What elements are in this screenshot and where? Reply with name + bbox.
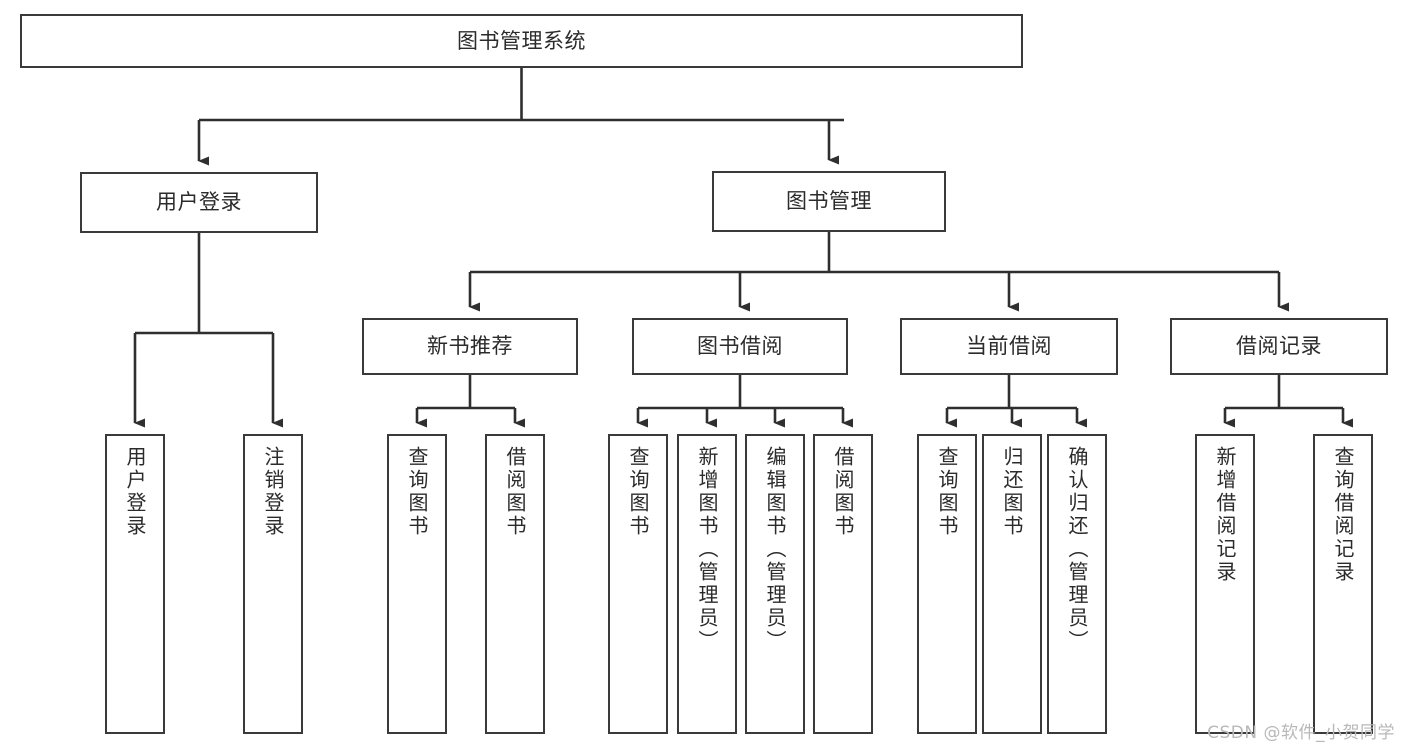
node-label-leaf-return-book: 归还图书 xyxy=(1000,446,1024,538)
node-leaf-add-record[interactable]: 新增借阅记录 xyxy=(1195,434,1255,734)
node-leaf-user-login[interactable]: 用户登录 xyxy=(105,434,165,734)
node-label-leaf-edit-book: 编辑图书（管理员） xyxy=(763,446,787,653)
node-leaf-query-book-2[interactable]: 查询图书 xyxy=(608,434,668,734)
node-leaf-add-book[interactable]: 新增图书（管理员） xyxy=(677,434,737,734)
node-leaf-edit-book[interactable]: 编辑图书（管理员） xyxy=(745,434,805,734)
node-current-borrow[interactable]: 当前借阅 xyxy=(900,318,1118,375)
node-label-leaf-add-record: 新增借阅记录 xyxy=(1213,446,1237,584)
node-new-book-recommend[interactable]: 新书推荐 xyxy=(362,318,578,375)
node-book-manage[interactable]: 图书管理 xyxy=(712,171,946,232)
node-label-leaf-borrow-book-1: 借阅图书 xyxy=(503,446,527,538)
node-book-borrow[interactable]: 图书借阅 xyxy=(632,318,848,375)
node-label-book-borrow: 图书借阅 xyxy=(697,334,783,359)
node-label-book-manage: 图书管理 xyxy=(786,189,872,214)
node-label-leaf-query-record: 查询借阅记录 xyxy=(1331,446,1355,584)
node-label-borrow-record: 借阅记录 xyxy=(1236,334,1322,359)
node-label-leaf-query-book-3: 查询图书 xyxy=(935,446,959,538)
node-leaf-confirm-return[interactable]: 确认归还（管理员） xyxy=(1047,434,1107,734)
node-user-login[interactable]: 用户登录 xyxy=(80,172,318,233)
node-label-leaf-user-login: 用户登录 xyxy=(123,446,147,538)
node-root-system[interactable]: 图书管理系统 xyxy=(20,14,1023,68)
node-label-new-book-recommend: 新书推荐 xyxy=(427,334,513,359)
node-label-user-login: 用户登录 xyxy=(156,190,242,215)
node-leaf-borrow-book-1[interactable]: 借阅图书 xyxy=(485,434,545,734)
node-borrow-record[interactable]: 借阅记录 xyxy=(1170,318,1388,375)
node-label-leaf-query-book-2: 查询图书 xyxy=(626,446,650,538)
node-label-leaf-add-book: 新增图书（管理员） xyxy=(695,446,719,653)
node-leaf-query-book-1[interactable]: 查询图书 xyxy=(387,434,447,734)
node-label-leaf-confirm-return: 确认归还（管理员） xyxy=(1065,446,1089,653)
node-label-root: 图书管理系统 xyxy=(457,28,586,53)
node-leaf-query-book-3[interactable]: 查询图书 xyxy=(917,434,977,734)
node-label-leaf-user-logout: 注销登录 xyxy=(261,446,285,538)
node-label-current-borrow: 当前借阅 xyxy=(966,334,1052,359)
node-leaf-return-book[interactable]: 归还图书 xyxy=(982,434,1042,734)
node-leaf-borrow-book-2[interactable]: 借阅图书 xyxy=(813,434,873,734)
node-leaf-user-logout[interactable]: 注销登录 xyxy=(243,434,303,734)
node-label-leaf-borrow-book-2: 借阅图书 xyxy=(831,446,855,538)
node-leaf-query-record[interactable]: 查询借阅记录 xyxy=(1313,434,1373,734)
node-label-leaf-query-book-1: 查询图书 xyxy=(405,446,429,538)
